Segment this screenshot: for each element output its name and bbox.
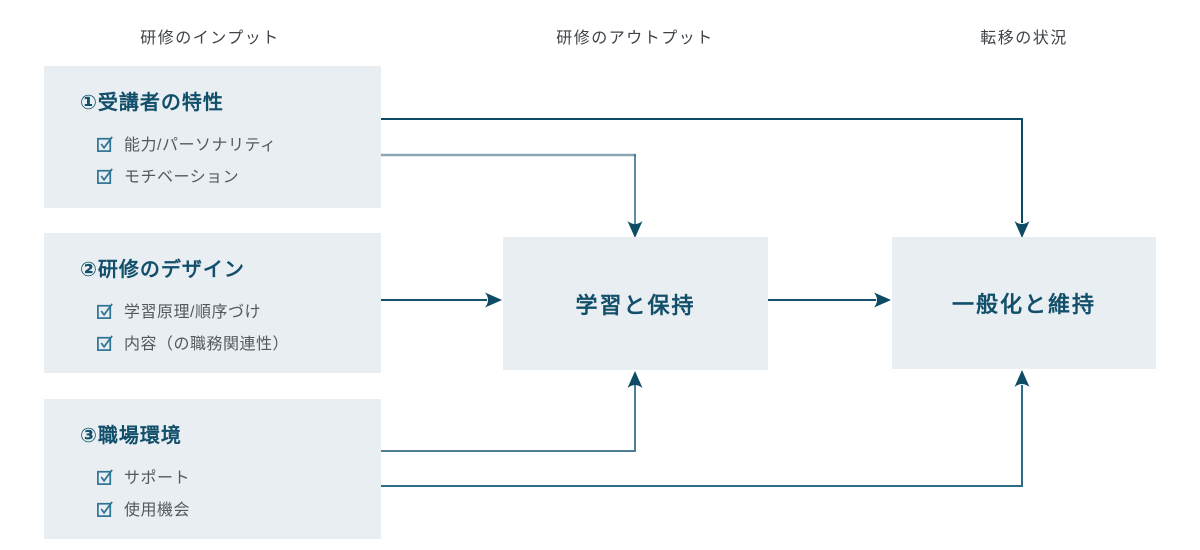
arrow-environment-to-transfer bbox=[381, 385, 1023, 487]
box-training-design: ②研修のデザイン 学習原理/順序づけ 内容（の職務関連性） bbox=[44, 233, 381, 373]
checkbox-checked-icon bbox=[97, 302, 113, 319]
checkbox-checked-icon bbox=[97, 468, 113, 485]
box-title: ③職場環境 bbox=[80, 425, 182, 447]
check-item-opportunity-to-use: 使用機会 bbox=[96, 492, 371, 524]
arrowhead-up-learning-bottom bbox=[627, 371, 643, 388]
check-item-label: 内容（の職務関連性） bbox=[124, 336, 290, 353]
arrowhead-right-learning bbox=[485, 292, 502, 308]
arrowhead-down-transfer-top bbox=[1014, 221, 1030, 238]
check-item-ability-personality: 能力/パーソナリティ bbox=[96, 127, 371, 159]
column-header-training-input: 研修のインプット bbox=[140, 30, 280, 47]
column-header-training-output: 研修のアウトプット bbox=[556, 30, 714, 47]
node-learning-and-retention: 学習と保持 bbox=[503, 237, 768, 370]
box-title: ①受講者の特性 bbox=[80, 92, 224, 114]
check-item-label: 能力/パーソナリティ bbox=[124, 137, 277, 154]
node-generalization-and-maintenance: 一般化と維持 bbox=[892, 237, 1156, 369]
check-item-label: サポート bbox=[124, 470, 191, 487]
checkbox-checked-icon bbox=[97, 167, 113, 184]
arrowhead-down-learning-top bbox=[627, 221, 643, 238]
box-trainee-characteristics: ①受講者の特性 能力/パーソナリティ モチベーション bbox=[44, 66, 381, 208]
arrowhead-up-transfer-bottom bbox=[1014, 370, 1030, 387]
checkbox-checked-icon bbox=[97, 500, 113, 517]
checkbox-checked-icon bbox=[97, 135, 113, 152]
column-header-transfer-status: 転移の状況 bbox=[980, 30, 1068, 47]
arrow-trainee-to-transfer bbox=[381, 118, 1023, 223]
check-item-support: サポート bbox=[96, 460, 371, 492]
check-item-label: モチベーション bbox=[124, 169, 240, 186]
check-item-motivation: モチベーション bbox=[96, 159, 371, 191]
box-title: ②研修のデザイン bbox=[80, 259, 245, 281]
check-item-label: 使用機会 bbox=[124, 502, 191, 519]
checkbox-checked-icon bbox=[97, 334, 113, 351]
arrowhead-right-transfer bbox=[874, 292, 891, 308]
check-item-label: 学習原理/順序づけ bbox=[124, 304, 261, 321]
check-item-learning-principles: 学習原理/順序づけ bbox=[96, 294, 371, 326]
arrow-environment-to-learning bbox=[381, 384, 636, 452]
box-work-environment: ③職場環境 サポート 使用機会 bbox=[44, 399, 381, 539]
check-item-content-relevance: 内容（の職務関連性） bbox=[96, 326, 371, 358]
